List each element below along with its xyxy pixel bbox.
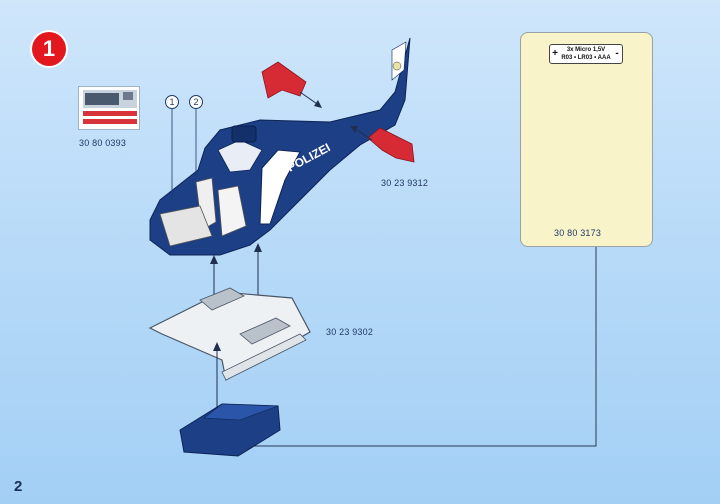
skid-arrow-left-head [210,255,218,264]
part-number-tail-fins: 30 23 9312 [381,178,428,188]
sticker-stripe [83,119,137,124]
battery-spec-label: + 3x Micro 1,5V R03 • LR03 • AAA - [549,44,623,64]
sticker-stripe [83,111,137,116]
part-number-battery-box: 30 80 3173 [554,228,601,238]
landing-skids [150,288,310,380]
battery-connector-line [248,247,596,446]
battery-instruction-panel [520,32,653,247]
sticker-box [123,92,133,100]
part-number-sticker: 30 80 0393 [79,138,126,148]
battery-box [180,404,280,456]
step-number-badge: 1 [32,32,66,66]
fin-arrow-top-head [314,100,322,108]
battery-spec-line2: R03 • LR03 • AAA [561,55,610,61]
sticker-dashboard [85,93,119,105]
battery-minus-sign: - [612,50,622,58]
battery-plus-sign: + [550,50,560,58]
callout-2: 2 [189,95,203,109]
battery-spec-text: 3x Micro 1,5V R03 • LR03 • AAA [560,46,612,62]
tail-fin-bottom [368,128,414,162]
skid-arrow-right-head [254,243,262,252]
battery-spec-line1: 3x Micro 1,5V [567,47,605,53]
page-number: 2 [14,478,22,495]
sticker-sheet [78,86,140,130]
callout-1: 1 [165,95,179,109]
part-number-landing-skids: 30 23 9302 [326,327,373,337]
tail-fin-top [262,62,306,98]
